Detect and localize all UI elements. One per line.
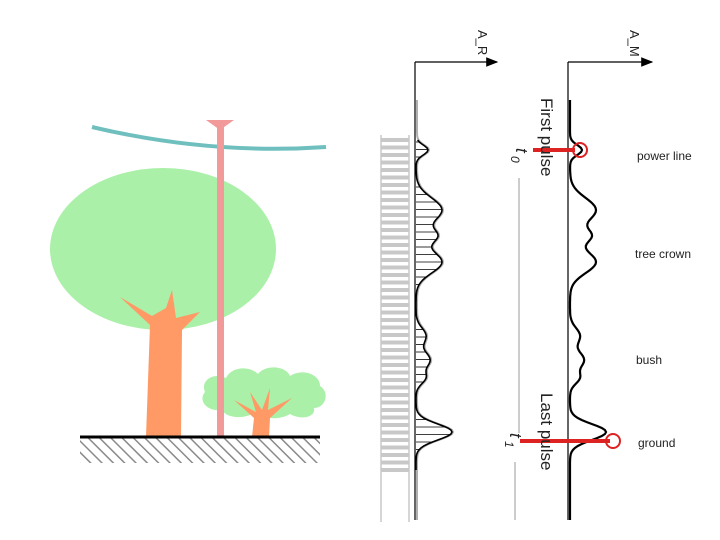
first-pulse-label: First pulse <box>537 98 556 176</box>
sample-bar <box>381 198 409 202</box>
power-line-cable <box>91 125 327 151</box>
laser-beam <box>217 120 224 438</box>
sample-bar <box>381 423 409 427</box>
sample-comb <box>381 138 409 472</box>
sample-bar <box>381 190 409 195</box>
sample-bar <box>381 160 409 165</box>
label-power-line: power line <box>637 149 692 163</box>
waveform-outline-gray <box>416 100 455 520</box>
sample-bar <box>381 408 409 412</box>
svg-text:1: 1 <box>502 441 516 448</box>
first-pulse-circle <box>572 142 588 158</box>
sample-bar <box>381 220 409 225</box>
sample-bar <box>381 340 409 345</box>
sample-bar <box>381 378 409 382</box>
sample-bar <box>381 415 409 420</box>
sample-bar <box>381 453 409 457</box>
laser-arrow <box>206 120 234 130</box>
full-waveform <box>568 100 608 520</box>
sample-bar <box>381 250 409 255</box>
sample-bar <box>381 393 409 397</box>
sample-bar <box>381 400 409 405</box>
sample-bar <box>381 265 409 270</box>
axis-label-ar: A_R <box>475 30 490 55</box>
svg-text:t: t <box>506 433 525 439</box>
sample-bar <box>381 138 409 142</box>
scene <box>50 120 327 463</box>
sample-bar <box>381 153 409 157</box>
sample-bar <box>381 310 409 315</box>
sample-bar <box>381 460 409 465</box>
sample-bar <box>381 145 409 150</box>
last-pulse-circle <box>605 433 621 449</box>
tree-trunk <box>120 290 200 437</box>
label-ground: ground <box>638 436 675 450</box>
sampled-waveform-panel: A_R <box>380 30 499 522</box>
last-pulse-label: Last pulse <box>537 393 556 471</box>
sample-bar <box>381 385 409 390</box>
sample-bar <box>381 325 409 330</box>
sample-bar <box>381 213 409 217</box>
sample-bar <box>381 355 409 360</box>
sample-bar <box>381 235 409 240</box>
sample-bar <box>381 243 409 247</box>
sample-bar <box>381 303 409 307</box>
sample-bar <box>381 273 409 277</box>
sample-bar <box>381 445 409 450</box>
sample-bar <box>381 205 409 210</box>
svg-text:t: t <box>512 148 531 154</box>
sample-bar <box>381 370 409 375</box>
sample-bar <box>381 183 409 187</box>
sample-bar <box>381 333 409 337</box>
sample-bar <box>381 168 409 172</box>
waveform-outline-black <box>415 139 453 470</box>
sample-bar <box>381 318 409 322</box>
label-tree-crown: tree crown <box>635 247 691 261</box>
sample-bar <box>381 430 409 435</box>
sample-bar <box>381 295 409 300</box>
sample-bar <box>381 468 409 472</box>
axis-label-am: A_M <box>627 30 642 57</box>
sample-bar <box>381 363 409 367</box>
sample-bar <box>381 348 409 352</box>
label-bush: bush <box>636 353 662 367</box>
continuous-waveform-panel: A_M First pulse Last pulse t 0 t 1 power… <box>502 30 692 520</box>
sample-bar <box>381 175 409 180</box>
sample-bar <box>381 288 409 292</box>
svg-text:0: 0 <box>508 156 522 163</box>
ground-hatch <box>80 438 320 463</box>
sample-bar <box>381 258 409 262</box>
t1-label: t 1 <box>502 433 525 448</box>
tree-crown <box>50 168 276 330</box>
sample-bar <box>381 438 409 442</box>
bush <box>202 367 326 437</box>
sample-bar <box>381 228 409 232</box>
sample-bar <box>381 280 409 285</box>
t0-label: t 0 <box>508 148 531 163</box>
